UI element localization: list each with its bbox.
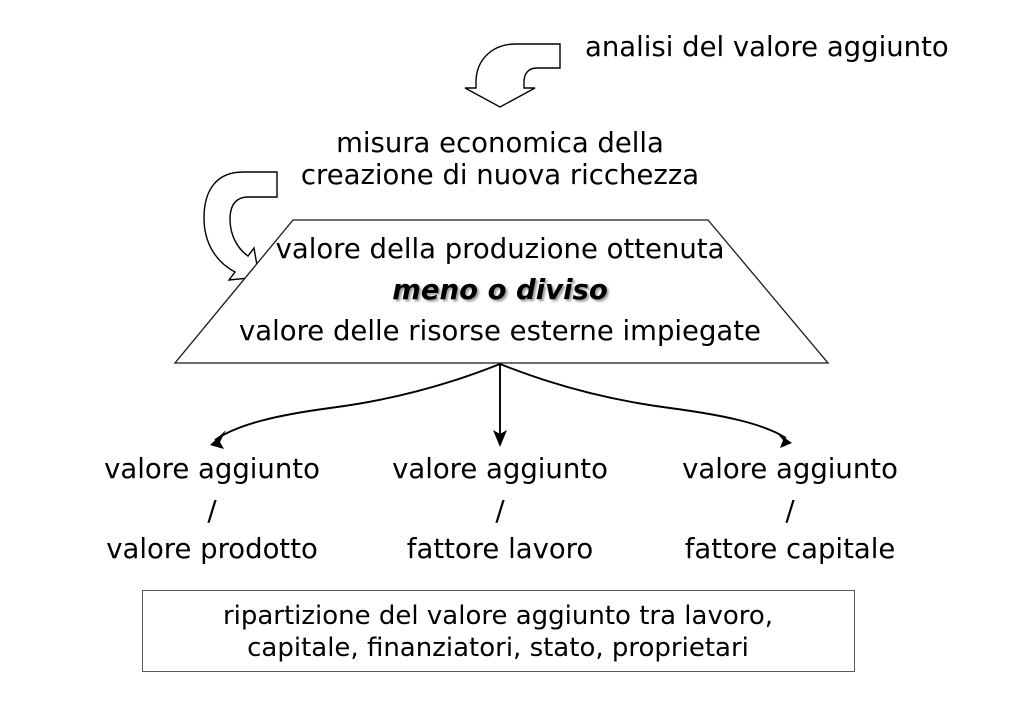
trapezoid-line-3: valore delle risorse esterne impiegate bbox=[239, 315, 761, 347]
footer-box: ripartizione del valore aggiunto tra lav… bbox=[142, 590, 855, 672]
footer-line-2: capitale, finanziatori, stato, proprieta… bbox=[247, 633, 749, 663]
footer-line-1: ripartizione del valore aggiunto tra lav… bbox=[222, 601, 774, 631]
trapezoid-line-2-emphasis: meno o diviso bbox=[392, 274, 608, 306]
branch-arrows-group bbox=[210, 363, 792, 449]
ratio-3-denominator: fattore capitale bbox=[684, 533, 896, 565]
ratio-1-separator: / bbox=[207, 495, 217, 527]
ratio-2-denominator: fattore lavoro bbox=[406, 533, 594, 565]
ratio-3-separator: / bbox=[785, 495, 795, 527]
ratio-1-denominator: valore prodotto bbox=[106, 533, 318, 565]
ratio-2-separator: / bbox=[495, 495, 505, 527]
branch-arrow-down-icon bbox=[493, 364, 507, 447]
curved-arrow-down-icon bbox=[464, 43, 561, 108]
ratio-2-numerator: valore aggiunto bbox=[392, 453, 608, 485]
trapezoid-line-1: valore della produzione ottenuta bbox=[275, 233, 725, 265]
subtitle-line-1: misura economica della bbox=[336, 127, 664, 159]
branch-arrow-right-icon bbox=[499, 363, 792, 448]
branch-arrow-left-icon bbox=[210, 363, 501, 449]
ratio-3-numerator: valore aggiunto bbox=[682, 453, 898, 485]
subtitle-line-2: creazione di nuova ricchezza bbox=[300, 159, 700, 191]
page-title: analisi del valore aggiunto bbox=[585, 31, 949, 63]
ratio-1-numerator: valore aggiunto bbox=[104, 453, 320, 485]
